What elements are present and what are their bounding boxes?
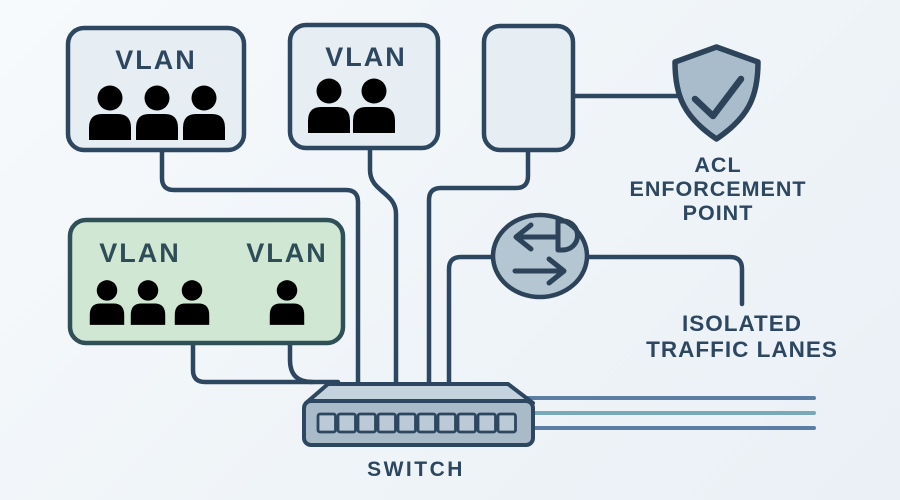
switch-port (356, 412, 377, 434)
link-greenbox-left-to-switch (190, 340, 341, 385)
switch-port (396, 412, 417, 434)
switch: SWITCH (302, 382, 535, 481)
link-arrows-to-label (583, 254, 745, 307)
lanes-label-line2: TRAFFIC LANES (646, 337, 838, 362)
switch-label: SWITCH (367, 458, 465, 481)
link-vlan1-to-switch (159, 147, 361, 393)
isolated-traffic-lanes-label: ISOLATED TRAFFIC LANES (646, 311, 838, 362)
green-vlan-left-label: VLAN (99, 238, 181, 268)
switch-port (456, 412, 477, 434)
arrow-right (512, 256, 567, 286)
switch-port (416, 412, 437, 434)
link-device-to-switch (426, 147, 531, 393)
switch-ports (316, 412, 517, 434)
vlan-box-1-label: VLAN (115, 45, 197, 75)
acl-label-line3: POINT (683, 201, 754, 225)
switch-port (316, 412, 337, 434)
switch-port (436, 412, 457, 434)
switch-port (376, 412, 397, 434)
vlan-box-2-label: VLAN (325, 42, 407, 72)
acl-label-line1: ACL (694, 153, 741, 177)
arrow-left (513, 222, 561, 252)
acl-label-line2: ENFORCEMENT (629, 177, 806, 201)
vlan-box-2: VLAN (287, 22, 441, 151)
switch-port (496, 412, 517, 434)
arrow-d-shape (555, 218, 580, 253)
device-box (481, 23, 576, 153)
bidirectional-arrows-icon (490, 212, 590, 300)
acl-enforcement-point: ACL ENFORCEMENT POINT (629, 44, 806, 225)
vlan-box-1: VLAN (65, 25, 247, 153)
checkmark-icon (691, 75, 745, 120)
green-vlan-box: VLAN VLAN (67, 217, 346, 346)
link-arrows-to-switch (446, 254, 497, 395)
switch-port (336, 412, 357, 434)
link-greenbox-right-to-switch (287, 340, 315, 385)
link-vlan2-to-switch (367, 145, 399, 393)
switch-port (476, 412, 497, 434)
lanes-label-line1: ISOLATED (682, 311, 802, 336)
green-vlan-right-label: VLAN (246, 238, 328, 268)
shield-check-icon (672, 44, 761, 142)
